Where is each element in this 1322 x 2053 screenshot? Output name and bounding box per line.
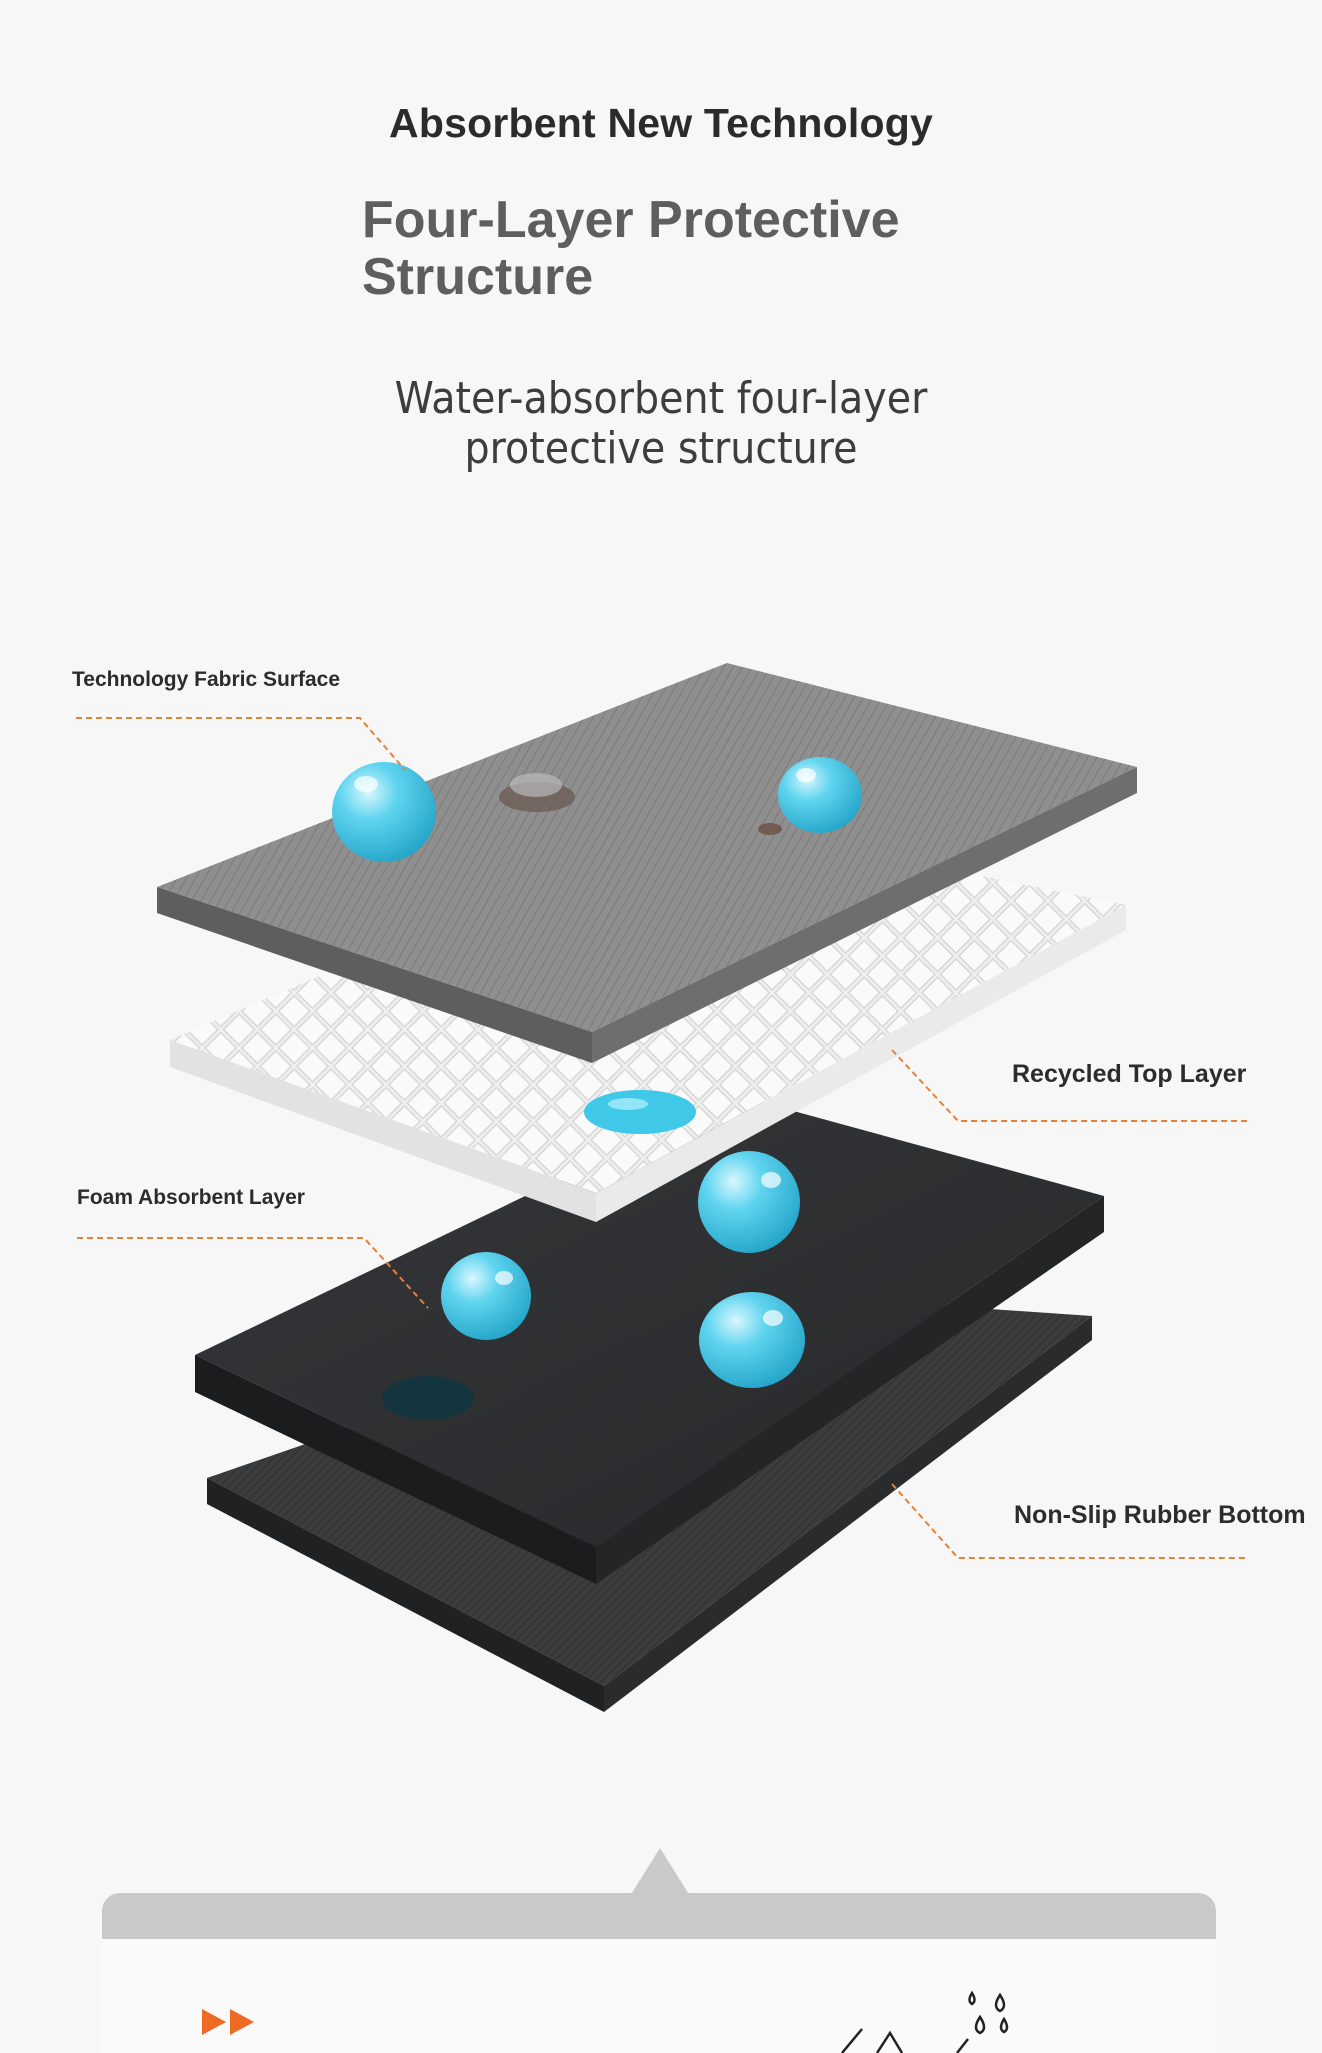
subheadline: Four-Layer Protective Structure [362,191,900,306]
panel-pointer [630,1848,690,1896]
water-puddle [584,1090,696,1134]
water-droplet [332,762,436,862]
label-technology-fabric: Technology Fabric Surface [72,668,341,691]
water-droplet [778,757,862,833]
fabric-layer [157,663,1137,1063]
description: Water-absorbent four-layer protective st… [66,374,1256,474]
stain-mark [758,823,782,835]
headline: Absorbent New Technology [389,100,933,146]
leader-line-rubber [891,1483,1247,1559]
double-play-icon [202,2009,254,2035]
foam-layer [195,1095,1104,1584]
leader-line-foam [77,1237,429,1309]
leader-line-recycled [891,1049,1247,1122]
label-non-slip-rubber: Non-Slip Rubber Bottom [1014,1501,1306,1529]
label-recycled-top-layer: Recycled Top Layer [1012,1060,1247,1088]
stain-highlight [510,773,562,797]
bottom-panel [102,1893,1216,2053]
panel-header-bar [102,1893,1216,1939]
absorbed-water-spot [382,1376,474,1420]
water-drops-icon [841,1990,1009,2053]
description-line-2: protective structure [464,423,858,474]
water-droplet [699,1292,805,1388]
description-line-1: Water-absorbent four-layer [394,373,928,424]
label-foam-absorbent: Foam Absorbent Layer [77,1186,305,1209]
water-droplet [698,1151,800,1253]
water-droplet [441,1252,531,1340]
leader-line-fabric [76,717,406,771]
